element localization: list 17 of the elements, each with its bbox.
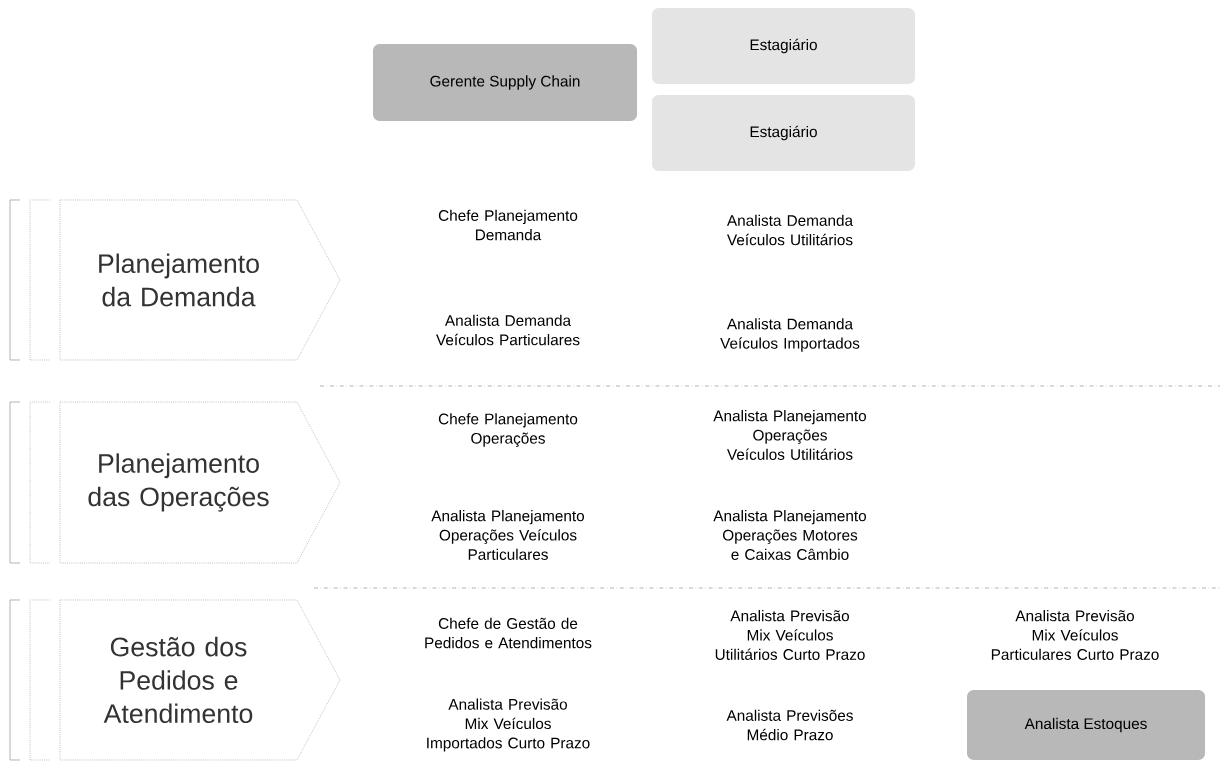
role-label: Analista Demanda Veículos Importados bbox=[720, 318, 860, 352]
role-box: Estagiário bbox=[652, 95, 915, 171]
role-label: Chefe de Gestão de Pedidos e Atendimentos bbox=[425, 617, 592, 649]
role-label: Analista Planejamento Operações Motores e Caixas Câmbio bbox=[713, 510, 867, 560]
role-label: Analista Planejamento Operações Veículos Particulares bbox=[431, 510, 585, 560]
role-label: Analista Demanda Veículos Utilitários bbox=[726, 214, 854, 246]
role-label: Analista Demanda Veículos Particulares bbox=[436, 314, 580, 346]
role-label: Analista Previsão Mix Veículos Importados Curto Prazo bbox=[427, 698, 590, 752]
role-box: Analista Estoques bbox=[967, 690, 1205, 760]
role-label: Analista Previsão Mix Veículos Particulares Curto Prazo bbox=[991, 610, 1159, 660]
role-label: Analista Previsão Mix Veículos Utilitários Curto Prazo bbox=[715, 610, 865, 660]
role-label: Chefe Planejamento Operações bbox=[438, 413, 578, 447]
role-label: Analista Previsões Médio Prazo bbox=[726, 709, 853, 741]
role-label: Chefe Planejamento Demanda bbox=[438, 209, 578, 241]
role-label: Analista Planejamento Operações Veículos Utilitários bbox=[713, 410, 867, 460]
role-box: Estagiário bbox=[652, 8, 915, 84]
role-box: Gerente Supply Chain bbox=[373, 43, 637, 122]
